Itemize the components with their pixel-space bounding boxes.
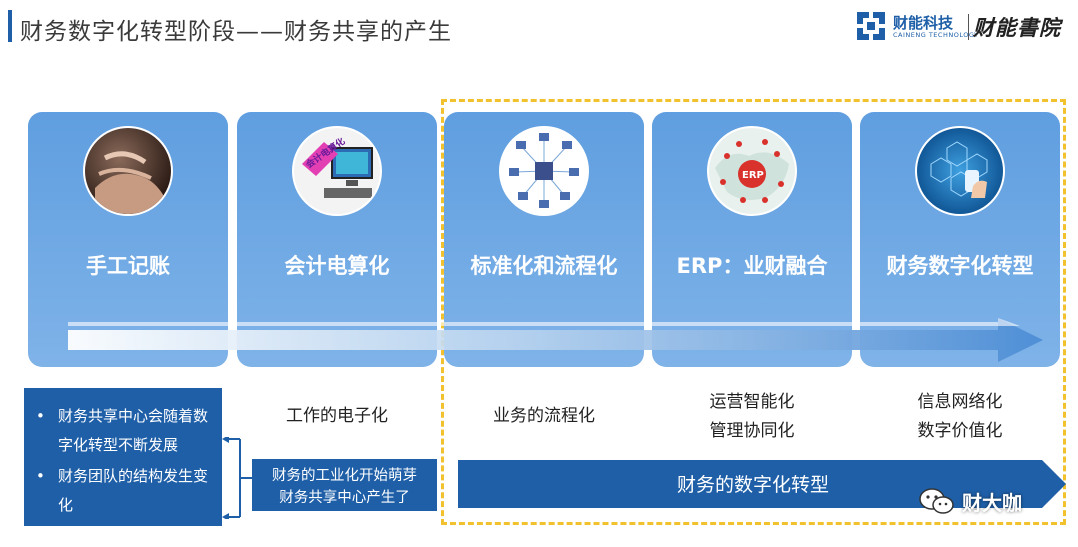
hand-writing-ledger-photo [83, 126, 173, 216]
industrialization-box: 财务的工业化开始萌芽 财务共享中心产生了 [252, 459, 437, 511]
computer-icon: 会计电算化 [302, 135, 373, 198]
bullet-dot-icon: • [36, 467, 45, 485]
stage4-description-line2: 管理协同化 [709, 421, 795, 441]
stage2-description: 工作的电子化 [286, 406, 388, 426]
stage-label: ERP：业财融合 [676, 254, 828, 278]
digital-tech-icon [930, 141, 988, 198]
logo-divider [968, 14, 969, 40]
digital-tech-graphic [915, 126, 1005, 216]
logo-subtitle: CAINENG TECHNOLOGY [893, 31, 979, 39]
erp-map-graphic: ERP [707, 126, 797, 216]
bullet-item: • 财务团队的结构发生变化 [36, 462, 218, 520]
bullet-item: • 财务共享中心会随着数字化转型不断发展 [36, 402, 218, 460]
title-accent-bar [8, 10, 12, 42]
erp-icon: ERP [715, 139, 789, 203]
digital-transformation-label: 财务的数字化转型 [676, 474, 829, 496]
process-network-diagram [499, 126, 589, 216]
stage5-description-line1: 信息网络化 [917, 392, 1003, 412]
page-title: 财务数字化转型阶段——财务共享的产生 [20, 19, 452, 45]
stage-label: 标准化和流程化 [470, 254, 618, 278]
svg-text:ERP: ERP [742, 170, 764, 181]
bullet-dot-icon: • [36, 407, 45, 425]
wechat-icon [919, 488, 954, 514]
network-icon [509, 133, 579, 208]
stage3-description: 业务的流程化 [493, 406, 595, 426]
brand-logo: 财能科技 CAINENG TECHNOLOGY 财能書院 [855, 10, 1070, 44]
timeline-arrow [68, 318, 1043, 362]
logo-name: 财能科技 [893, 14, 954, 32]
stage-label: 会计电算化 [284, 254, 390, 278]
digital-transformation-arrow [458, 460, 1066, 508]
computer-accounting-photo: 会计电算化 [292, 126, 382, 216]
stage-label: 财务数字化转型 [886, 254, 1034, 278]
watermark: 财大咖 [918, 484, 1078, 520]
summary-box: • 财务共享中心会随着数字化转型不断发展 • 财务团队的结构发生变化 [24, 388, 222, 526]
logo-script-text: 财能書院 [973, 15, 1061, 40]
shared-center-line: 财务共享中心产生了 [279, 490, 410, 506]
logo-mark-icon [855, 10, 887, 42]
hand-icon [95, 151, 165, 214]
stage4-description-line1: 运营智能化 [709, 392, 795, 412]
connector-bracket [222, 437, 252, 519]
stage5-description-line2: 数字价值化 [917, 421, 1003, 441]
industrialization-line: 财务的工业化开始萌芽 [272, 468, 417, 484]
stage-label: 手工记账 [86, 254, 170, 278]
watermark-text: 财大咖 [962, 491, 1022, 515]
digital-stages-highlight-frame [441, 99, 1066, 525]
